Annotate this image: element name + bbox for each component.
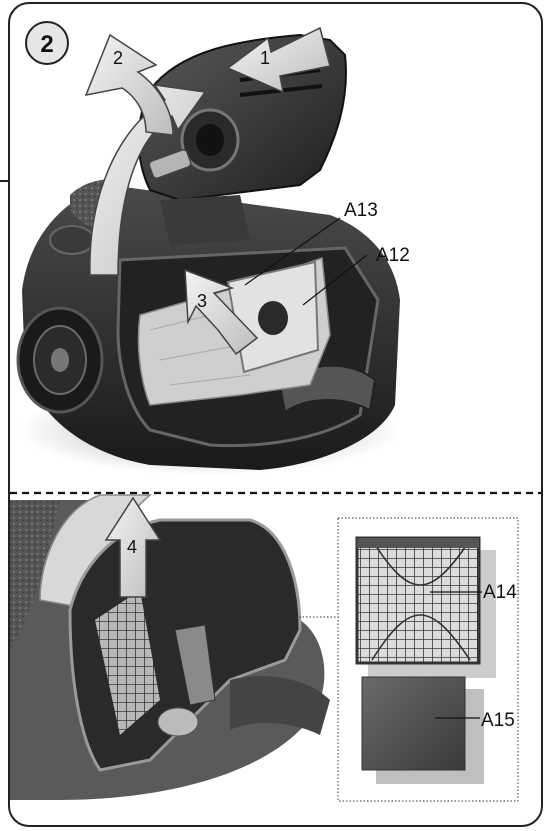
arrow-2: 2 bbox=[84, 33, 207, 276]
callout-a15: A15 bbox=[435, 710, 515, 731]
arrow-4: 4 bbox=[104, 496, 162, 598]
arrow-3: 3 bbox=[184, 268, 259, 356]
filter-detail-box bbox=[337, 517, 519, 802]
label-a13: A13 bbox=[344, 200, 378, 221]
callout-a14: A14 bbox=[430, 582, 517, 603]
arrow-2-label: 2 bbox=[113, 48, 123, 68]
hose-port bbox=[180, 108, 240, 172]
step-badge: 2 bbox=[25, 21, 69, 65]
filter-pad bbox=[361, 676, 484, 784]
bag-hole bbox=[258, 301, 288, 335]
callout-a13: A13 bbox=[244, 200, 378, 286]
arrow-1-label: 1 bbox=[260, 48, 270, 68]
svg-text:2: 2 bbox=[40, 31, 53, 58]
arrow-4-label: 4 bbox=[127, 537, 137, 557]
arrow-1: 1 bbox=[226, 26, 331, 94]
label-a12: A12 bbox=[376, 245, 410, 266]
installed-filter bbox=[95, 590, 160, 735]
arrow-3-label: 3 bbox=[197, 291, 207, 311]
label-a14: A14 bbox=[483, 582, 517, 603]
lid-hinge bbox=[160, 195, 250, 245]
wheel bbox=[16, 306, 104, 414]
power-button bbox=[49, 225, 95, 255]
callout-a12: A12 bbox=[302, 245, 410, 306]
label-a15: A15 bbox=[481, 710, 515, 731]
lid-latch bbox=[148, 149, 192, 179]
filter-grille bbox=[355, 536, 496, 678]
